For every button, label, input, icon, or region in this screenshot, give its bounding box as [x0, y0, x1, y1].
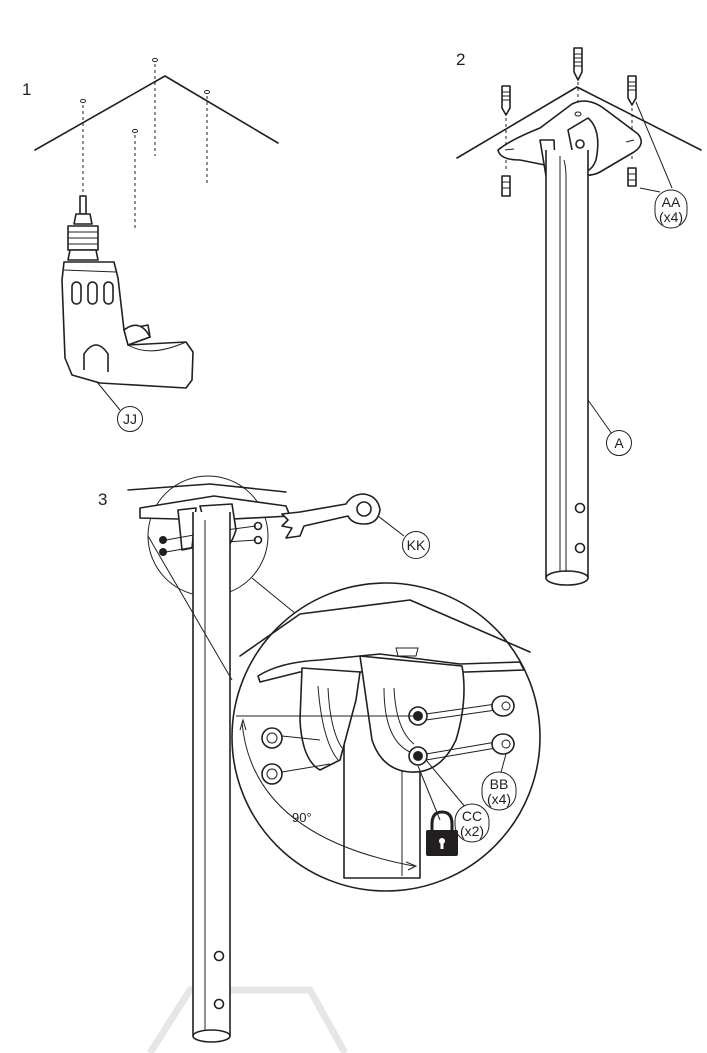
- washer-icon: [491, 695, 515, 755]
- screw-icon: [501, 167, 637, 197]
- callout-bb-qty: (x4): [487, 791, 511, 807]
- callout-jj-label: JJ: [123, 411, 137, 427]
- ceiling-lines: [456, 86, 702, 159]
- pole-a: [545, 150, 589, 586]
- washer-icon: [261, 727, 331, 785]
- callout-bb: BB (x4): [481, 771, 517, 811]
- watermark-hexagon: [147, 986, 349, 1053]
- callout-cc-label: CC: [462, 808, 482, 824]
- step-1: 1: [22, 57, 279, 432]
- step-2-number: 2: [456, 50, 465, 69]
- callout-bb-label: BB: [490, 776, 509, 792]
- step-3-number: 3: [98, 490, 107, 509]
- step-2: 2: [456, 47, 702, 586]
- drill-icon: [61, 195, 194, 389]
- angle-label: 90°: [292, 810, 312, 825]
- callout-cc-qty: (x2): [460, 823, 484, 839]
- step-1-number: 1: [22, 80, 31, 99]
- callout-kk: KK: [402, 531, 430, 559]
- wrench-icon: [281, 493, 381, 539]
- callout-jj: JJ: [117, 406, 143, 432]
- callout-aa-qty: (x4): [659, 209, 683, 225]
- step-3: 3 KK: [98, 475, 541, 1043]
- screw-icon: [501, 47, 637, 170]
- callout-cc: CC (x2): [454, 803, 490, 843]
- callout-a: A: [606, 430, 632, 456]
- callout-aa-label: AA: [662, 194, 681, 210]
- ceiling-lines: [34, 75, 279, 151]
- detail-magnified-view: 90°: [231, 582, 541, 892]
- pilot-holes: [80, 57, 210, 228]
- pole-a: [192, 512, 231, 1043]
- callout-kk-label: KK: [407, 537, 426, 553]
- callout-aa: AA (x4): [654, 189, 688, 229]
- callout-a-label: A: [614, 435, 624, 451]
- padlock-icon: [426, 810, 458, 856]
